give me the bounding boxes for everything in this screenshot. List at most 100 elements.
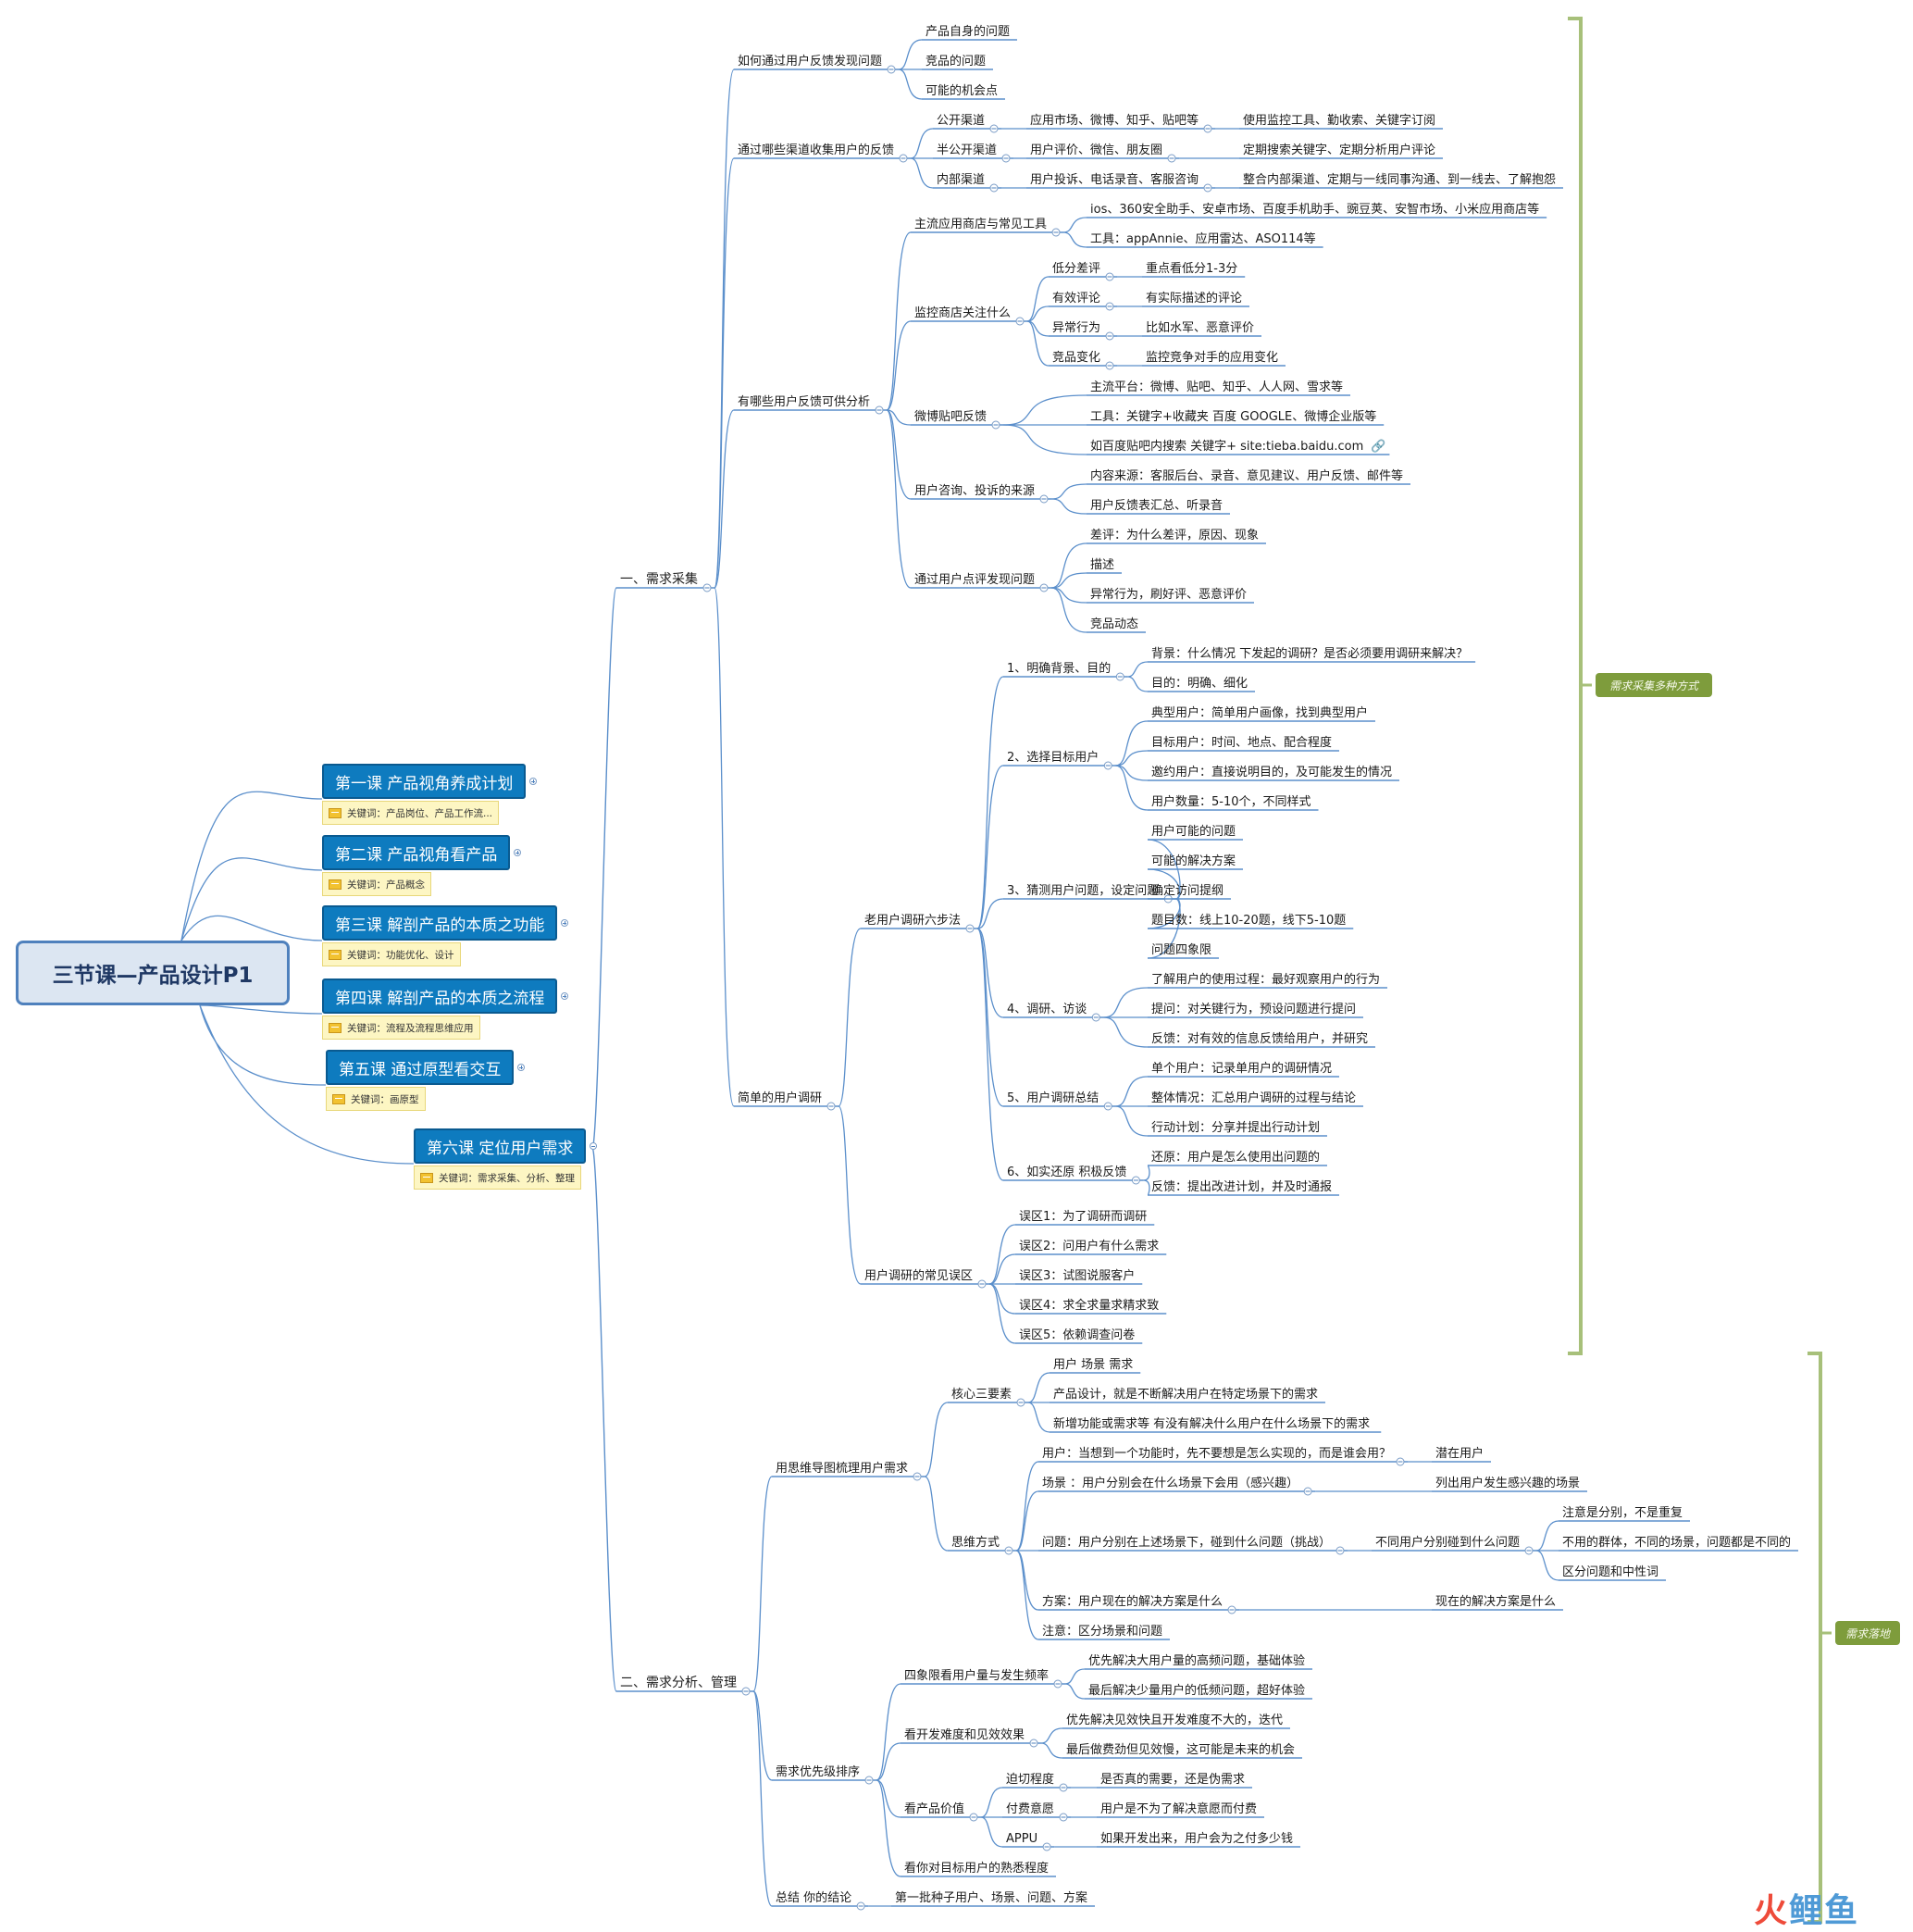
topic-node[interactable]: 确定访问提纲 [1148, 883, 1232, 900]
collapse-toggle-icon[interactable] [1105, 302, 1114, 311]
range-tag-collect[interactable]: 需求采集多种方式 [1596, 673, 1712, 697]
expand-toggle-icon[interactable] [529, 778, 538, 785]
topic-node[interactable]: 竞品变化 [1049, 350, 1117, 370]
topic-node[interactable]: 用户数量：5-10个，不同样式 [1148, 794, 1319, 811]
collapse-toggle-icon[interactable] [875, 405, 884, 415]
topic-node[interactable]: 单个用户：记录单用户的调研情况 [1148, 1061, 1340, 1078]
topic-node[interactable]: 场景 ：用户分别会在什么场景下会用（感兴趣） [1038, 1476, 1316, 1496]
topic-node[interactable]: 总结 你的结论 [772, 1890, 869, 1911]
topic-node[interactable]: 主流平台：微博、贴吧、知乎、人人网、雪求等 [1087, 380, 1351, 396]
lesson-keywords-note[interactable]: 关键词：画原型 [326, 1087, 426, 1111]
topic-node[interactable]: 题目数：线上10-20题，线下5-10题 [1148, 914, 1354, 929]
topic-node[interactable]: 产品设计，就是不断解决用户在特定场景下的需求 [1050, 1387, 1326, 1403]
expand-toggle-icon[interactable] [514, 849, 522, 856]
collapse-toggle-icon[interactable] [1524, 1546, 1534, 1555]
collapse-toggle-icon[interactable] [991, 420, 1000, 430]
lesson-topic-3[interactable]: 第三课 解剖产品的本质之功能 [322, 905, 558, 941]
collapse-toggle-icon[interactable] [1227, 1605, 1236, 1614]
collapse-toggle-icon[interactable] [1203, 124, 1212, 133]
collapse-toggle-icon[interactable] [1039, 583, 1049, 592]
topic-node[interactable]: 可能的解决方案 [1148, 854, 1244, 870]
collapse-toggle-icon[interactable] [1004, 1546, 1013, 1555]
topic-node[interactable]: 误区4：求全求量求精求致 [1015, 1298, 1167, 1315]
collapse-toggle-icon[interactable] [1016, 1398, 1025, 1407]
expand-toggle-icon[interactable] [517, 1064, 526, 1071]
topic-node[interactable]: 需求优先级排序 [772, 1765, 877, 1785]
topic-node[interactable]: 背景：什么情况 下发起的调研？是否必须要用调研来解决？ [1148, 646, 1476, 663]
topic-node[interactable]: 最后解决少量用户的低频问题，超好体验 [1085, 1683, 1313, 1700]
topic-node[interactable]: 重点看低分1-3分 [1142, 261, 1246, 278]
collapse-toggle-icon[interactable] [1059, 1783, 1068, 1792]
collapse-toggle-icon[interactable] [1105, 272, 1114, 281]
collapse-toggle-icon[interactable] [1396, 1457, 1405, 1466]
topic-node[interactable]: 用户：当想到一个功能时，先不要想是怎么实现的，而是谁会用？ [1038, 1446, 1409, 1466]
collapse-toggle-icon[interactable] [1053, 1679, 1062, 1689]
topic-node[interactable]: 描述 [1087, 558, 1122, 574]
lesson-topic-4[interactable]: 第四课 解剖产品的本质之流程 [322, 978, 558, 1014]
collapse-toggle-icon[interactable] [1131, 1176, 1140, 1185]
collapse-toggle-icon[interactable] [969, 1813, 978, 1822]
topic-node[interactable]: 反馈：提出改进计划，并及时通报 [1148, 1179, 1340, 1196]
topic-node[interactable]: 竞品动态 [1087, 617, 1146, 633]
topic-node[interactable]: 注意：区分场景和问题 [1038, 1624, 1171, 1640]
topic-node[interactable]: 可能的机会点 [922, 83, 1006, 100]
collapse-toggle-icon[interactable] [1103, 1102, 1112, 1111]
topic-node[interactable]: 如百度贴吧内搜索 关键字+ site:tieba.baidu.com🔗 [1087, 438, 1390, 455]
root-topic[interactable]: 三节课—产品设计P1 [16, 941, 290, 1005]
lesson-topic-5[interactable]: 第五课 通过原型看交互 [326, 1050, 515, 1085]
topic-node[interactable]: 监控竞争对手的应用变化 [1142, 350, 1286, 367]
collapse-toggle-icon[interactable] [702, 583, 712, 592]
topic-node[interactable]: 误区5：依赖调查问卷 [1015, 1327, 1143, 1344]
topic-node[interactable]: 6、如实还原 积极反馈 [1003, 1165, 1144, 1185]
topic-node[interactable]: 整合内部渠道、定期与一线同事沟通、到一线去、了解抱怨 [1239, 172, 1564, 189]
collapse-toggle-icon[interactable] [977, 1279, 987, 1289]
topic-node[interactable]: 优先解决见效快且开发难度不大的，迭代 [1062, 1713, 1291, 1729]
topic-node[interactable]: 如何通过用户反馈发现问题 [734, 54, 900, 74]
topic-node[interactable]: 通过用户点评发现问题 [911, 572, 1052, 592]
collapse-toggle-icon[interactable] [1105, 331, 1114, 341]
topic-node[interactable]: 工具：appAnnie、应用雷达、ASO114等 [1087, 231, 1323, 248]
topic-node[interactable]: 使用监控工具、勤收索、关键字订阅 [1239, 113, 1444, 130]
topic-node[interactable]: 二、需求分析、管理 [616, 1676, 753, 1696]
lesson-keywords-note[interactable]: 关键词：流程及流程思维应用 [322, 1016, 480, 1040]
topic-node[interactable]: 整体情况：汇总用户调研的过程与结论 [1148, 1091, 1364, 1107]
topic-node[interactable]: 潜在用户 [1432, 1446, 1491, 1463]
topic-node[interactable]: 如果开发出来，用户会为之付多少钱 [1097, 1831, 1301, 1848]
collapse-toggle-icon[interactable] [826, 1102, 836, 1111]
topic-node[interactable]: 看开发难度和见效效果 [901, 1727, 1042, 1748]
topic-node[interactable]: 核心三要素 [948, 1388, 1029, 1407]
lesson-keywords-note[interactable]: 关键词：产品概念 [322, 872, 431, 896]
topic-node[interactable]: 注意是分别，不是重复 [1559, 1505, 1691, 1522]
topic-node[interactable]: 目的：明确、细化 [1148, 676, 1256, 692]
topic-node[interactable]: 问题：用户分别在上述场景下，碰到什么问题（挑战） [1038, 1535, 1348, 1555]
topic-node[interactable]: 公开渠道 [933, 114, 1001, 133]
topic-node[interactable]: 还原：用户是怎么使用出问题的 [1148, 1150, 1328, 1166]
collapse-toggle-icon[interactable] [989, 183, 999, 193]
topic-node[interactable]: 误区3：试图说服客户 [1015, 1268, 1143, 1285]
topic-node[interactable]: 内部渠道 [933, 172, 1001, 193]
topic-node[interactable]: 产品自身的问题 [922, 24, 1018, 41]
topic-node[interactable]: 四象限看用户量与发生频率 [901, 1668, 1066, 1689]
topic-node[interactable]: 1、明确背景、目的 [1003, 661, 1128, 681]
topic-node[interactable]: 列出用户发生感兴趣的场景 [1432, 1476, 1588, 1492]
topic-node[interactable]: 看产品价值 [901, 1801, 982, 1822]
topic-node[interactable]: 不用的群体，不同的场景，问题都是不同的 [1559, 1535, 1799, 1552]
topic-node[interactable]: 用户评价、微信、朋友圈 [1026, 143, 1180, 163]
collapse-toggle-icon[interactable] [856, 1901, 865, 1911]
topic-node[interactable]: 2、选择目标用户 [1003, 750, 1116, 770]
topic-node[interactable]: 内容来源：客服后台、录音、意见建议、用户反馈、邮件等 [1087, 468, 1411, 485]
collapse-toggle-icon[interactable] [887, 65, 896, 74]
topic-node[interactable]: 有实际描述的评论 [1142, 291, 1250, 307]
lesson-keywords-note[interactable]: 关键词：功能优化、设计 [322, 942, 461, 966]
collapse-toggle-icon[interactable] [899, 154, 908, 163]
lesson-keywords-note[interactable]: 关键词：需求采集、分析、整理 [414, 1165, 581, 1190]
collapse-toggle-icon[interactable] [1015, 317, 1025, 326]
topic-node[interactable]: 老用户调研六步法 [861, 913, 978, 933]
topic-node[interactable]: 典型用户：简单用户画像，找到典型用户 [1148, 705, 1376, 722]
topic-node[interactable]: 工具：关键字+收藏夹 百度 GOOGLE、微博企业版等 [1087, 409, 1385, 426]
topic-node[interactable]: 低分差评 [1049, 262, 1117, 281]
collapse-toggle-icon[interactable] [1051, 228, 1061, 237]
topic-node[interactable]: 异常行为 [1049, 321, 1117, 341]
topic-node[interactable]: 主流应用商店与常见工具 [911, 217, 1064, 237]
collapse-toggle-icon[interactable] [1335, 1546, 1345, 1555]
